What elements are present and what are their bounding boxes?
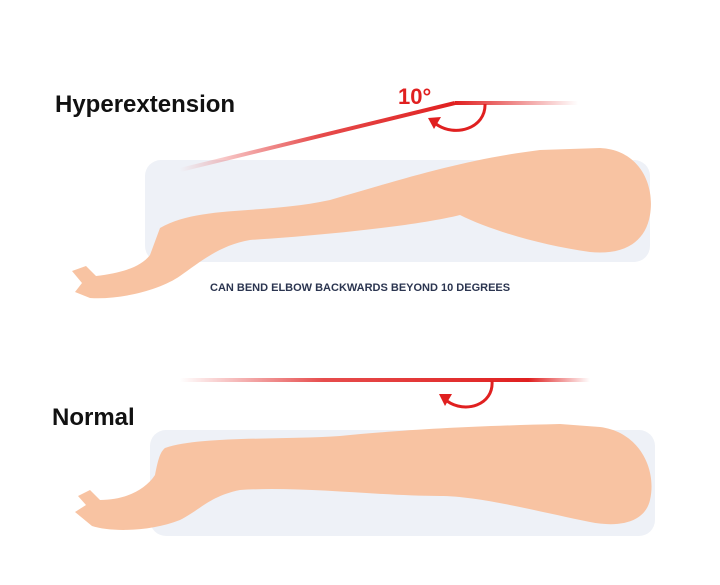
hyperextension-panel: Hyperextension 10° CAN BEND ELBOW BACKWA…	[55, 84, 651, 299]
arm-normal	[75, 424, 652, 530]
normal-panel: Normal	[52, 378, 655, 536]
hyperextension-title: Hyperextension	[55, 91, 235, 118]
hyperextension-angle-line	[179, 101, 456, 172]
hyperextension-caption: CAN BEND ELBOW BACKWARDS BEYOND 10 DEGRE…	[210, 282, 510, 294]
arm-hyperextended	[72, 148, 651, 299]
angle-label: 10°	[398, 84, 431, 109]
curved-arrow-icon	[428, 103, 487, 132]
curved-arrow-icon	[439, 380, 494, 409]
normal-title: Normal	[52, 404, 135, 431]
